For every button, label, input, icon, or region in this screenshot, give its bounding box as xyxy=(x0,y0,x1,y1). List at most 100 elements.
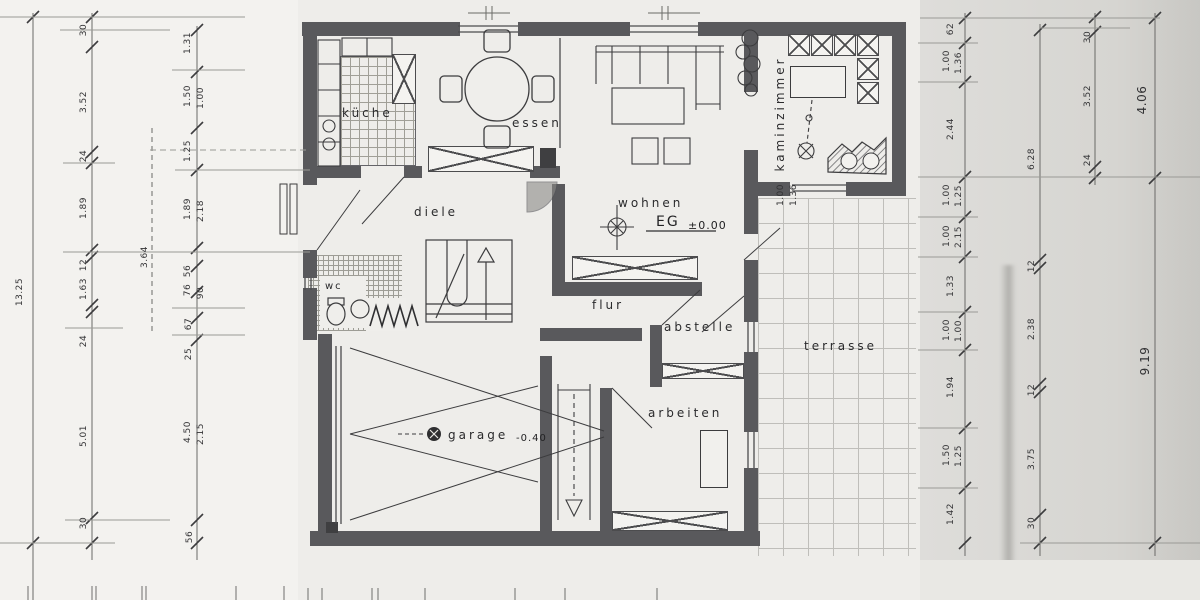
stairs-up xyxy=(425,239,513,323)
dim-label: 76 xyxy=(183,283,193,297)
dim-label: 1.50 xyxy=(183,84,193,108)
wall xyxy=(650,325,662,387)
door-swings xyxy=(316,176,781,429)
wall xyxy=(540,356,552,531)
dim-label: 3.52 xyxy=(79,90,89,114)
wall xyxy=(540,328,642,341)
fireplace-seat xyxy=(862,152,880,170)
door-fan xyxy=(526,181,558,213)
kaminzimmer-table xyxy=(790,66,846,98)
ceiling-light xyxy=(600,205,634,250)
window-center-ticks xyxy=(468,6,700,20)
dim-label: 2.44 xyxy=(946,117,956,141)
dim-label: 30 xyxy=(79,23,89,37)
room-label-essen: essen xyxy=(512,116,562,130)
room-label-abstelle: abstelle xyxy=(664,320,736,334)
wall xyxy=(303,22,317,185)
dim-label: 4.50 xyxy=(183,420,193,444)
dim-label: 3.64 xyxy=(140,245,150,269)
floor-level-value: ±0.00 xyxy=(688,219,727,232)
room-label-wohnen: wohnen xyxy=(618,196,684,210)
dim-label: 1.25 xyxy=(954,444,964,468)
dim-label: 9.19 xyxy=(1138,346,1152,376)
wall xyxy=(552,184,565,296)
cabinet-square xyxy=(857,58,879,80)
shelf xyxy=(662,363,744,379)
lowboard xyxy=(572,256,698,280)
dining-set xyxy=(439,29,555,149)
cabinet-square xyxy=(834,34,856,56)
dim-label: 1.42 xyxy=(946,502,956,526)
wall xyxy=(744,468,758,531)
dim-label: 67 xyxy=(184,317,194,331)
dim-label: 90 xyxy=(196,286,206,300)
garage-level-value: -0.40 xyxy=(516,433,547,444)
window xyxy=(612,511,728,531)
dim-label: 30 xyxy=(1083,30,1093,44)
dim-label: 1.89 xyxy=(79,196,89,220)
fireplace-seat xyxy=(840,152,858,170)
tall-cabinet xyxy=(392,54,416,104)
window-lines xyxy=(304,25,846,524)
dim-label: 3.52 xyxy=(1083,84,1093,108)
floor-label-eg: EG xyxy=(656,214,680,230)
wall xyxy=(404,166,422,178)
wall xyxy=(744,22,758,92)
basement-stair xyxy=(557,384,591,520)
room-label-kaminzimmer: kaminzimmer xyxy=(773,56,787,172)
extension-lines xyxy=(0,16,1200,544)
kitchen-counter xyxy=(317,37,393,167)
bottom-ticks xyxy=(27,586,658,600)
room-label-wc: wc xyxy=(325,281,343,292)
wall xyxy=(518,22,630,36)
dim-label: 1.00 xyxy=(942,49,952,73)
room-label-garage: garage xyxy=(448,428,509,442)
room-label-arbeiten: arbeiten xyxy=(648,406,723,420)
dim-label: 1.36 xyxy=(954,51,964,75)
dim-label: 6.28 xyxy=(1027,147,1037,171)
cabinet-square xyxy=(857,82,879,104)
dim-label: 4.06 xyxy=(1135,85,1149,115)
chimney-block xyxy=(540,148,556,168)
garderobe-zigzag xyxy=(369,303,419,329)
wall xyxy=(552,282,702,296)
dim-label: 3.75 xyxy=(1027,447,1037,471)
dim-label: 56 xyxy=(185,530,195,544)
wall xyxy=(302,22,460,36)
floor-drain xyxy=(427,427,441,441)
paper-strip-left xyxy=(0,0,299,600)
dim-label: 25 xyxy=(184,347,194,361)
cabinet-square xyxy=(788,34,810,56)
dim-label: 1.94 xyxy=(946,375,956,399)
dim-label: 30 xyxy=(79,516,89,530)
wall xyxy=(744,184,758,234)
entrance-steps xyxy=(279,183,298,235)
dim-label: 13.25 xyxy=(15,277,25,307)
dim-label: 1.00 xyxy=(942,224,952,248)
dim-label: 1.36 xyxy=(789,183,799,207)
dim-label: 2.18 xyxy=(196,199,206,223)
sideboard xyxy=(428,146,534,172)
wall xyxy=(744,150,758,184)
dim-label: 1.89 xyxy=(183,197,193,221)
ceiling-light xyxy=(797,99,815,160)
dim-label: 24 xyxy=(1083,153,1093,167)
wall xyxy=(530,166,560,178)
wall xyxy=(600,388,612,531)
dim-label: 12 xyxy=(1027,383,1037,397)
chimney-block xyxy=(326,522,338,533)
wall xyxy=(744,352,758,432)
paper-bottom-right-light xyxy=(920,560,1200,600)
dim-label: 2.15 xyxy=(954,225,964,249)
dim-label: 24 xyxy=(79,149,89,163)
dim-label: 1.00 xyxy=(954,319,964,343)
wall xyxy=(892,22,906,187)
wall xyxy=(756,182,790,196)
dim-label: 1.00 xyxy=(196,86,206,110)
wall xyxy=(303,250,317,278)
wall xyxy=(846,182,906,196)
wc-fixtures xyxy=(326,297,370,326)
wall xyxy=(310,531,760,546)
